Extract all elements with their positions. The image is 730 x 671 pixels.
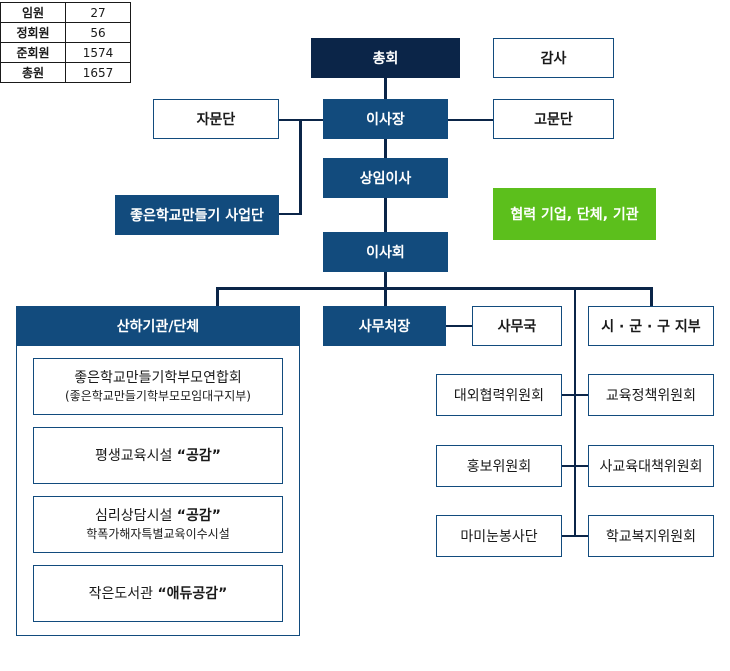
board-down-line [384, 272, 387, 288]
node-label: 이사회 [366, 245, 405, 261]
counseling-quote: “공감” [176, 507, 221, 524]
table-row: 정회원 56 [0, 22, 131, 43]
education-policy-committee-box: 교육정책위원회 [588, 374, 714, 416]
counseling-facility-box: 심리상담시설 “공감” 학폭가해자특별교육이수시설 [33, 496, 283, 553]
lifelong-label: 평생교육시설 “공감” [95, 447, 221, 465]
committee-spine-line [574, 287, 576, 537]
counseling-label: 심리상담시설 “공감” [95, 507, 221, 525]
committee-row3-line [562, 535, 590, 537]
node-label: 산하기관/단체 [116, 319, 200, 335]
federation-subtitle: (좋은학교만들기학부모모임대구지부) [64, 388, 251, 403]
secretary-drop-line [384, 287, 387, 307]
stat-label: 준회원 [0, 42, 66, 63]
stat-value: 1574 [65, 42, 131, 63]
auditor-box: 감사 [493, 38, 614, 78]
partners-box: 협력 기업, 단체, 기관 [493, 188, 656, 240]
node-label: 상임이사 [359, 171, 412, 187]
node-label: 마미눈봉사단 [460, 529, 538, 545]
stat-label: 임원 [0, 2, 66, 23]
small-library-box: 작은도서관 “애듀공감” [33, 565, 283, 622]
node-label: 대외협력위원회 [453, 388, 545, 404]
distribution-line [216, 287, 653, 290]
executive-director-box: 상임이사 [323, 158, 448, 198]
affiliates-drop-line [216, 287, 219, 307]
table-row: 준회원 1574 [0, 42, 131, 63]
node-label: 자문단 [196, 112, 236, 128]
counseling-subtitle: 학폭가해자특별교육이수시설 [86, 526, 230, 541]
counseling-prefix: 심리상담시설 [95, 507, 177, 524]
board-box: 이사회 [323, 232, 448, 272]
stat-value: 56 [65, 22, 131, 43]
project-branch-line [299, 119, 302, 215]
private-education-committee-box: 사교육대책위원회 [588, 445, 714, 487]
table-row: 총원 1657 [0, 62, 131, 83]
node-label: 홍보위원회 [466, 459, 532, 475]
federation-title: 좋은학교만들기학부모연합회 [74, 369, 242, 386]
node-label: 사무국 [497, 319, 537, 335]
lifelong-quote: “공감” [176, 447, 221, 464]
node-label: 시 · 군 · 구 지부 [601, 319, 701, 335]
library-label: 작은도서관 “애듀공감” [89, 585, 228, 603]
advisory-group-box: 자문단 [153, 99, 279, 139]
branches-box: 시 · 군 · 구 지부 [588, 306, 714, 346]
node-label: 사무처장 [358, 319, 411, 335]
committee-row2-line [562, 465, 590, 467]
good-school-project-box: 좋은학교만들기 사업단 [115, 195, 279, 235]
stat-value: 1657 [65, 62, 131, 83]
affiliates-header: 산하기관/단체 [16, 306, 300, 346]
membership-table: 임원 27 정회원 56 준회원 1574 총원 1657 [0, 2, 131, 83]
node-label: 고문단 [534, 112, 573, 128]
library-quote: “애듀공감” [157, 585, 228, 602]
spine-line [384, 78, 387, 233]
library-prefix: 작은도서관 [88, 585, 158, 602]
counsel-group-box: 고문단 [493, 99, 614, 139]
mami-volunteers-box: 마미눈봉사단 [436, 515, 562, 557]
lifelong-prefix: 평생교육시설 [95, 447, 177, 464]
stat-label: 총원 [0, 62, 66, 83]
chairman-box: 이사장 [323, 99, 448, 139]
general-assembly-box: 총회 [311, 38, 460, 78]
school-welfare-committee-box: 학교복지위원회 [588, 515, 714, 557]
node-label: 감사 [540, 51, 567, 67]
parents-federation-box: 좋은학교만들기학부모연합회 (좋은학교만들기학부모모임대구지부) [33, 358, 283, 415]
secretariat-line [446, 325, 472, 327]
node-label: 교육정책위원회 [605, 388, 697, 404]
node-label: 학교복지위원회 [605, 529, 697, 545]
stat-value: 27 [65, 2, 131, 23]
node-label: 협력 기업, 단체, 기관 [510, 207, 639, 223]
pr-committee-box: 홍보위원회 [436, 445, 562, 487]
secretary-general-box: 사무처장 [323, 306, 446, 346]
project-connect-line [279, 213, 302, 215]
committee-row1-line [562, 394, 590, 396]
node-label: 좋은학교만들기 사업단 [130, 208, 264, 224]
secretariat-box: 사무국 [472, 306, 562, 346]
node-label: 이사장 [366, 112, 405, 128]
external-committee-box: 대외협력위원회 [436, 374, 562, 416]
node-label: 총회 [372, 51, 399, 67]
node-label: 사교육대책위원회 [599, 459, 703, 475]
lifelong-education-box: 평생교육시설 “공감” [33, 427, 283, 484]
branches-drop-line [650, 287, 653, 307]
table-row: 임원 27 [0, 2, 131, 23]
stat-label: 정회원 [0, 22, 66, 43]
